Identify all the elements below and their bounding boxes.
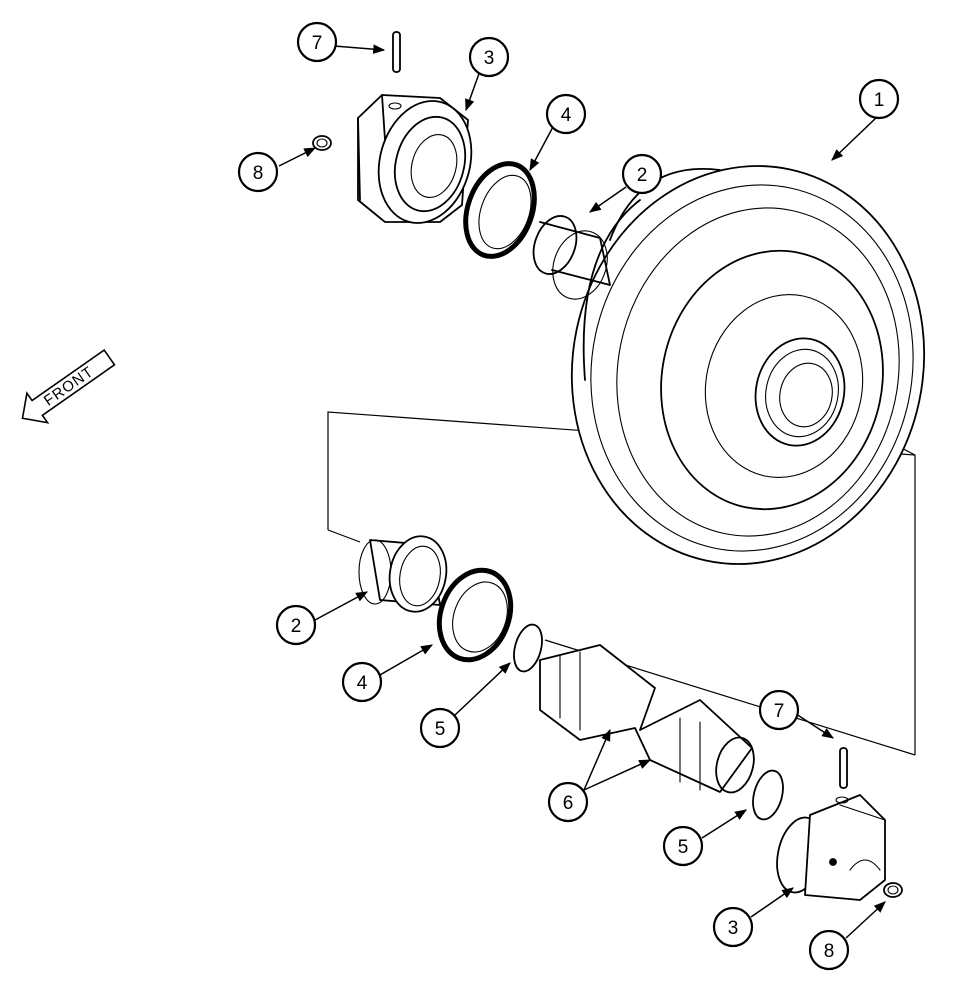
front-direction-arrow: FRONT — [21, 348, 116, 424]
callout-8-upper: 8 — [237, 151, 279, 193]
plug-upper — [312, 135, 332, 151]
idler-wheel — [570, 165, 926, 565]
svg-text:5: 5 — [435, 719, 446, 740]
callout-4-lower: 4 — [341, 661, 383, 703]
seal-lower — [436, 567, 514, 663]
plug-lower — [883, 882, 903, 898]
svg-text:1: 1 — [874, 90, 885, 111]
collar-lower — [776, 794, 886, 901]
svg-text:3: 3 — [484, 48, 495, 69]
o-ring-left — [513, 623, 543, 673]
callout-3-upper: 3 — [468, 36, 510, 78]
callout-2-lower: 2 — [275, 604, 317, 646]
pin-lower — [839, 747, 848, 789]
svg-text:7: 7 — [774, 701, 785, 722]
svg-text:6: 6 — [563, 793, 574, 814]
svg-text:4: 4 — [357, 673, 368, 694]
callout-6: 6 — [547, 781, 589, 823]
bushing-upper — [532, 215, 611, 300]
callout-5-left: 5 — [419, 707, 461, 749]
callout-5-right: 5 — [662, 825, 704, 867]
callout-7-upper: 7 — [296, 21, 338, 63]
svg-text:8: 8 — [824, 941, 835, 962]
callout-8-lower: 8 — [808, 929, 850, 971]
pin-upper — [392, 31, 401, 73]
callout-7-lower: 7 — [758, 689, 800, 731]
svg-text:2: 2 — [637, 165, 648, 186]
bushing-lower — [358, 535, 448, 613]
svg-text:3: 3 — [728, 918, 739, 939]
svg-text:5: 5 — [678, 837, 689, 858]
collar-upper — [357, 94, 473, 224]
callout-1: 1 — [858, 78, 900, 120]
o-ring-right — [752, 769, 784, 821]
callout-3-lower: 3 — [712, 906, 754, 948]
seal-upper — [463, 161, 537, 259]
callout-2-upper: 2 — [621, 153, 663, 195]
front-label: FRONT — [41, 363, 97, 409]
svg-text:8: 8 — [253, 163, 264, 184]
leader-lines — [278, 44, 886, 939]
shaft — [539, 644, 755, 794]
callout-4-upper: 4 — [545, 93, 587, 135]
svg-text:4: 4 — [561, 105, 572, 126]
svg-text:2: 2 — [291, 616, 302, 637]
svg-text:7: 7 — [312, 33, 323, 54]
